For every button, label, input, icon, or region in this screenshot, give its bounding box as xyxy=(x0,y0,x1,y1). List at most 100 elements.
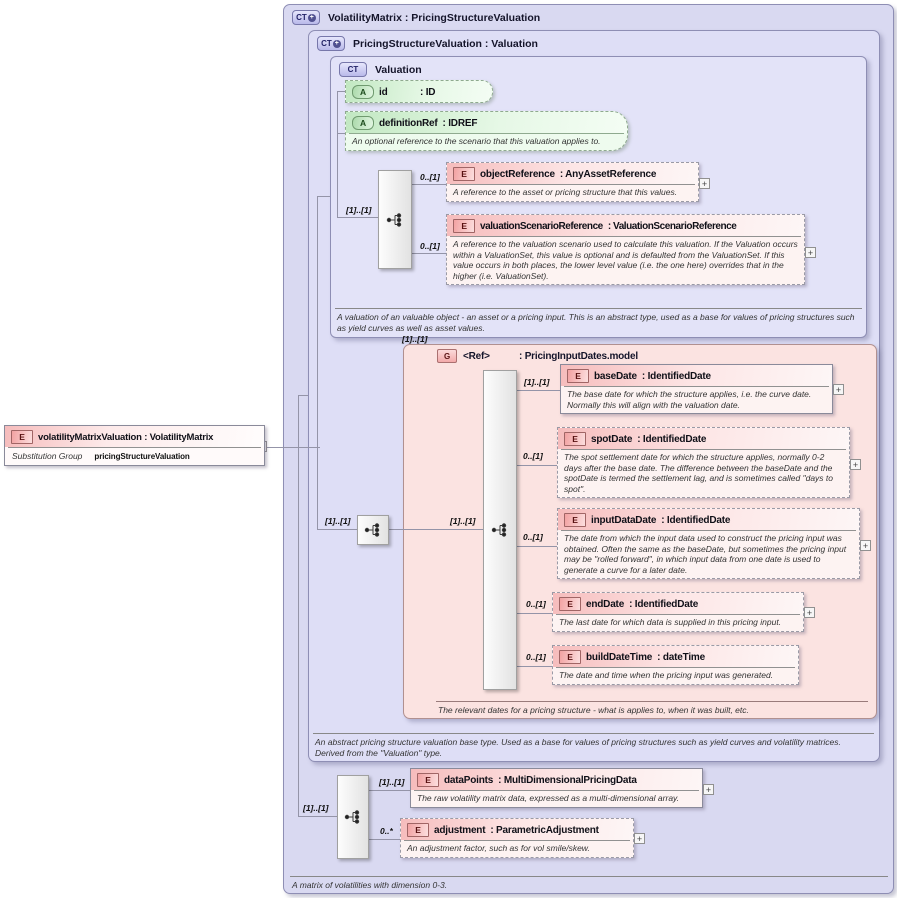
connector-line xyxy=(337,133,345,134)
element-spotdate[interactable]: E spotDate : IdentifiedDate The spot set… xyxy=(557,427,850,499)
attribute-definitionref[interactable]: A definitionRef : IDREF An optional refe… xyxy=(345,111,628,151)
element-doc: An adjustment factor, such as for vol sm… xyxy=(404,840,630,857)
connector-line xyxy=(337,91,338,217)
multiplicity-label: 0..[1] xyxy=(420,172,440,182)
connector-line xyxy=(410,253,446,254)
element-doc: A reference to the asset or pricing stru… xyxy=(450,184,695,201)
volatilitymatrix-footer: A matrix of volatilities with dimension … xyxy=(290,875,888,891)
element-header: E baseDate : IdentifiedDate xyxy=(561,365,832,386)
expand-button[interactable]: + xyxy=(703,784,714,795)
connector-line xyxy=(515,613,552,614)
ct-plus-icon: + xyxy=(332,39,341,48)
attribute-name: id xyxy=(379,86,388,98)
attribute-name: definitionRef xyxy=(379,117,438,129)
expand-button[interactable]: + xyxy=(850,459,861,470)
element-valuationscenarioreference[interactable]: E valuationScenarioReference : Valuation… xyxy=(446,214,805,286)
sequence-connector[interactable] xyxy=(357,515,389,545)
multiplicity-label: [1]..[1] xyxy=(402,334,428,344)
element-enddate[interactable]: E endDate : IdentifiedDate The last date… xyxy=(552,592,804,632)
element-icon: E xyxy=(559,650,581,664)
element-icon-label: E xyxy=(572,515,578,525)
pricinginputdates-header[interactable]: G <Ref> : PricingInputDates.model xyxy=(437,349,638,363)
sequence-icon xyxy=(386,212,402,227)
element-volatilitymatrixvaluation[interactable]: E volatilityMatrixValuation : Volatility… xyxy=(4,425,265,466)
element-header: E endDate : IdentifiedDate xyxy=(553,593,803,614)
element-name: spotDate xyxy=(591,433,633,445)
element-icon-label: E xyxy=(567,652,573,662)
element-icon-label: E xyxy=(461,169,467,179)
element-doc: The date from which the input data used … xyxy=(561,530,856,578)
element-header: E adjustment : ParametricAdjustment xyxy=(401,819,633,840)
sequence-icon xyxy=(344,810,360,824)
element-doc: The base date for which the structure ap… xyxy=(564,386,829,413)
element-icon-label: E xyxy=(575,371,581,381)
attribute-icon: A xyxy=(352,116,374,130)
element-datapoints[interactable]: E dataPoints : MultiDimensionalPricingDa… xyxy=(410,768,703,808)
group-icon: G xyxy=(437,349,457,363)
element-type: : IdentifiedDate xyxy=(629,598,699,610)
element-icon: E xyxy=(11,430,33,444)
element-icon: E xyxy=(564,432,586,446)
expand-button[interactable]: + xyxy=(805,247,816,258)
multiplicity-label: 0..[1] xyxy=(523,451,543,461)
attribute-doc: An optional reference to the scenario th… xyxy=(349,133,624,150)
element-type: : AnyAssetReference xyxy=(559,168,657,180)
pricingstructurevaluation-header[interactable]: CT+ PricingStructureValuation : Valuatio… xyxy=(317,36,538,51)
connector-line xyxy=(515,666,552,667)
expand-button[interactable]: + xyxy=(860,540,871,551)
element-doc: The raw volatility matrix data, expresse… xyxy=(414,790,699,807)
sequence-connector[interactable] xyxy=(483,370,517,690)
expand-button[interactable]: + xyxy=(634,833,645,844)
connector-line xyxy=(317,196,330,197)
volatilitymatrix-header[interactable]: CT+ VolatilityMatrix : PricingStructureV… xyxy=(292,10,540,25)
element-adjustment[interactable]: E adjustment : ParametricAdjustment An a… xyxy=(400,818,634,858)
connector-line xyxy=(317,196,318,529)
element-name: adjustment xyxy=(434,824,486,836)
connector-line xyxy=(515,390,560,391)
substitution-group-row: Substitution Group pricingStructureValua… xyxy=(8,447,261,465)
multiplicity-label: 0..[1] xyxy=(420,241,440,251)
sequence-connector[interactable] xyxy=(337,775,369,859)
element-header: E valuationScenarioReference : Valuation… xyxy=(447,215,804,236)
element-type: : ValuationScenarioReference xyxy=(607,220,737,232)
element-type: : MultiDimensionalPricingData xyxy=(498,774,637,786)
valuation-title: Valuation xyxy=(375,63,422,76)
attribute-header: A id : ID xyxy=(346,81,492,102)
element-doc: The spot settlement date for which the s… xyxy=(561,449,846,497)
multiplicity-label: [1]..[1] xyxy=(450,516,476,526)
element-header: E inputDataDate : IdentifiedDate xyxy=(558,509,859,530)
element-header: E dataPoints : MultiDimensionalPricingDa… xyxy=(411,769,702,790)
ct-icon-label: CT xyxy=(296,13,307,22)
multiplicity-label: 0..* xyxy=(380,826,393,836)
valuation-header[interactable]: CT Valuation xyxy=(339,62,422,77)
element-icon: E xyxy=(559,597,581,611)
group-name: <Ref> xyxy=(463,350,490,362)
ct-icon-label: CT xyxy=(347,65,359,74)
multiplicity-label: [1]..[1] xyxy=(325,516,351,526)
element-icon-label: E xyxy=(19,432,25,442)
expand-button[interactable]: + xyxy=(699,178,710,189)
element-basedate[interactable]: E baseDate : IdentifiedDate The base dat… xyxy=(560,364,833,415)
multiplicity-label: 0..[1] xyxy=(526,599,546,609)
element-type: : IdentifiedDate xyxy=(661,514,731,526)
expand-button[interactable]: + xyxy=(833,384,844,395)
element-name: buildDateTime xyxy=(586,651,653,663)
connector-line xyxy=(262,447,320,448)
element-icon-label: E xyxy=(572,434,578,444)
element-name: inputDataDate xyxy=(591,514,657,526)
expand-button[interactable]: + xyxy=(804,607,815,618)
substitution-group-label: Substitution Group xyxy=(12,451,83,461)
attribute-type: : ID xyxy=(420,86,436,98)
attribute-id[interactable]: A id : ID xyxy=(345,80,493,103)
element-icon-label: E xyxy=(415,825,421,835)
element-doc: The date and time when the pricing input… xyxy=(556,667,795,684)
group-type: : PricingInputDates.model xyxy=(519,350,638,362)
connector-line xyxy=(515,546,557,547)
element-objectreference[interactable]: E objectReference : AnyAssetReference A … xyxy=(446,162,699,202)
sequence-connector[interactable] xyxy=(378,170,412,269)
multiplicity-label: [1]..[1] xyxy=(303,803,329,813)
element-icon-label: E xyxy=(461,221,467,231)
element-inputdatadate[interactable]: E inputDataDate : IdentifiedDate The dat… xyxy=(557,508,860,580)
element-icon: E xyxy=(564,513,586,527)
element-builddatetime[interactable]: E buildDateTime : dateTime The date and … xyxy=(552,645,799,685)
